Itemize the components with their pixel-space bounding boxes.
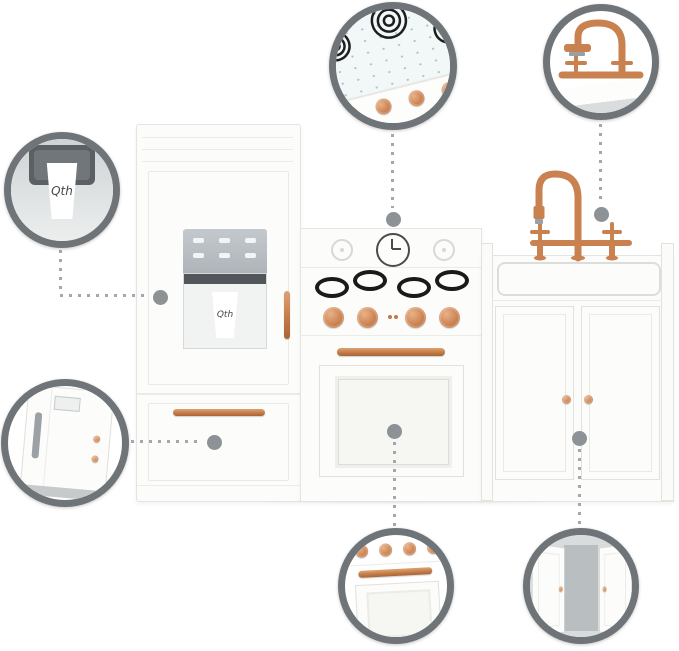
- sink-side-post-left: [481, 243, 493, 501]
- cabinet-door-left-panel: [503, 314, 566, 472]
- connector-marker: [572, 431, 587, 446]
- stove-burner: [435, 270, 469, 291]
- stove-burner: [397, 277, 431, 298]
- cabinet-knob-left: [562, 395, 571, 404]
- callout-cabinet-detail: [523, 528, 639, 644]
- cabinet-knob-right: [584, 395, 593, 404]
- stove-oven-unit: [300, 228, 482, 502]
- fridge-door-handle: [284, 291, 290, 339]
- oven-handle: [337, 348, 445, 356]
- stove-knob: [439, 307, 460, 328]
- fridge-kick-seam: [137, 485, 300, 486]
- dispenser-button: [193, 238, 204, 243]
- panel-seam: [345, 560, 446, 567]
- oven-illustration: [345, 535, 447, 637]
- copper-knob: [602, 586, 607, 592]
- fridge-door-illustration: [19, 386, 115, 498]
- backsplash-medallion: [433, 239, 455, 261]
- stove-knob: [405, 307, 426, 328]
- copper-knob: [91, 455, 99, 463]
- cup-logo: Qth: [216, 310, 234, 320]
- sink-basin: [497, 262, 661, 296]
- faucet-illustration: [558, 19, 644, 79]
- open-door-right-panel: [604, 551, 626, 629]
- dispenser-button: [219, 238, 230, 243]
- panel-screw: [388, 315, 392, 319]
- stove-burner: [353, 270, 387, 291]
- connector-line: [391, 134, 394, 208]
- cabinet-door-right: [581, 306, 660, 480]
- fridge-top-seam: [142, 161, 293, 162]
- cabinet-door-left: [495, 306, 574, 480]
- connector-line: [59, 250, 62, 294]
- stove-burner: [315, 277, 349, 298]
- connector-marker: [387, 424, 402, 439]
- door-handle-gray: [31, 412, 43, 459]
- connector-marker: [594, 207, 609, 222]
- cabinet-interior: [564, 545, 598, 631]
- stove-knob: [426, 540, 441, 555]
- dispenser-button: [219, 253, 230, 258]
- connector-marker: [386, 212, 401, 227]
- copper-knob: [92, 435, 101, 443]
- open-door-left: [532, 543, 565, 637]
- callout-fridge-door-detail: [1, 379, 129, 507]
- callout-stovetop-detail: [329, 2, 457, 130]
- fridge-top-seam: [142, 137, 293, 138]
- callout-dispenser-detail: Qth: [4, 132, 120, 248]
- callout-oven-detail: [338, 528, 454, 644]
- control-panel-seam: [301, 335, 481, 336]
- stovetop-illustration: [336, 9, 450, 123]
- burner-spirals: [336, 9, 450, 62]
- dispenser-control-panel: [183, 229, 267, 273]
- panel-screw: [394, 315, 398, 319]
- stove-knob: [357, 307, 378, 328]
- bridge-faucet: [530, 170, 632, 262]
- connector-line: [599, 124, 602, 204]
- oven-window: [335, 376, 452, 468]
- connector-marker: [207, 435, 222, 450]
- dispenser-niche-shadow: [184, 274, 266, 284]
- dispenser-button: [193, 253, 204, 258]
- dispenser-niche: Qth: [183, 273, 267, 349]
- fridge-door-panel: [148, 171, 289, 385]
- backsplash-clock: [376, 233, 410, 267]
- dispenser-cup-large: Qth: [46, 163, 78, 219]
- door-display: [53, 395, 81, 412]
- copper-knob: [558, 586, 563, 592]
- counter-seam: [482, 300, 673, 301]
- backsplash-seam: [301, 267, 481, 268]
- fridge-top-seam: [142, 149, 293, 150]
- door-seam: [42, 387, 53, 492]
- ice-water-dispenser: Qth: [183, 229, 267, 349]
- callout-faucet-detail: [543, 4, 659, 120]
- sink-cabinet-unit: [481, 255, 674, 502]
- dispenser-button: [245, 238, 256, 243]
- oven-door: [319, 365, 464, 477]
- cup-logo: Qth: [51, 184, 73, 198]
- connector-marker: [153, 290, 168, 305]
- stove-knob: [323, 307, 344, 328]
- stove-knob: [378, 543, 393, 557]
- open-door-left-panel: [538, 551, 560, 629]
- fridge-drawer-seam: [137, 393, 300, 395]
- oven-door-small: [354, 580, 442, 637]
- freezer-drawer-handle: [173, 409, 265, 416]
- connector-line: [578, 449, 581, 526]
- dispenser-cup: Qth: [212, 292, 238, 338]
- oven-window-small: [366, 589, 433, 637]
- connector-line: [131, 440, 203, 443]
- stove-knob: [402, 541, 417, 556]
- oven-handle: [358, 567, 433, 578]
- connector-line: [60, 294, 150, 297]
- open-door-right: [599, 543, 632, 637]
- stove-knob: [354, 544, 369, 559]
- cabinet-door-right-panel: [589, 314, 652, 472]
- sink-side-post-right: [661, 243, 674, 501]
- connector-line: [393, 442, 396, 526]
- dispenser-button: [245, 253, 256, 258]
- backsplash-medallion: [331, 239, 353, 261]
